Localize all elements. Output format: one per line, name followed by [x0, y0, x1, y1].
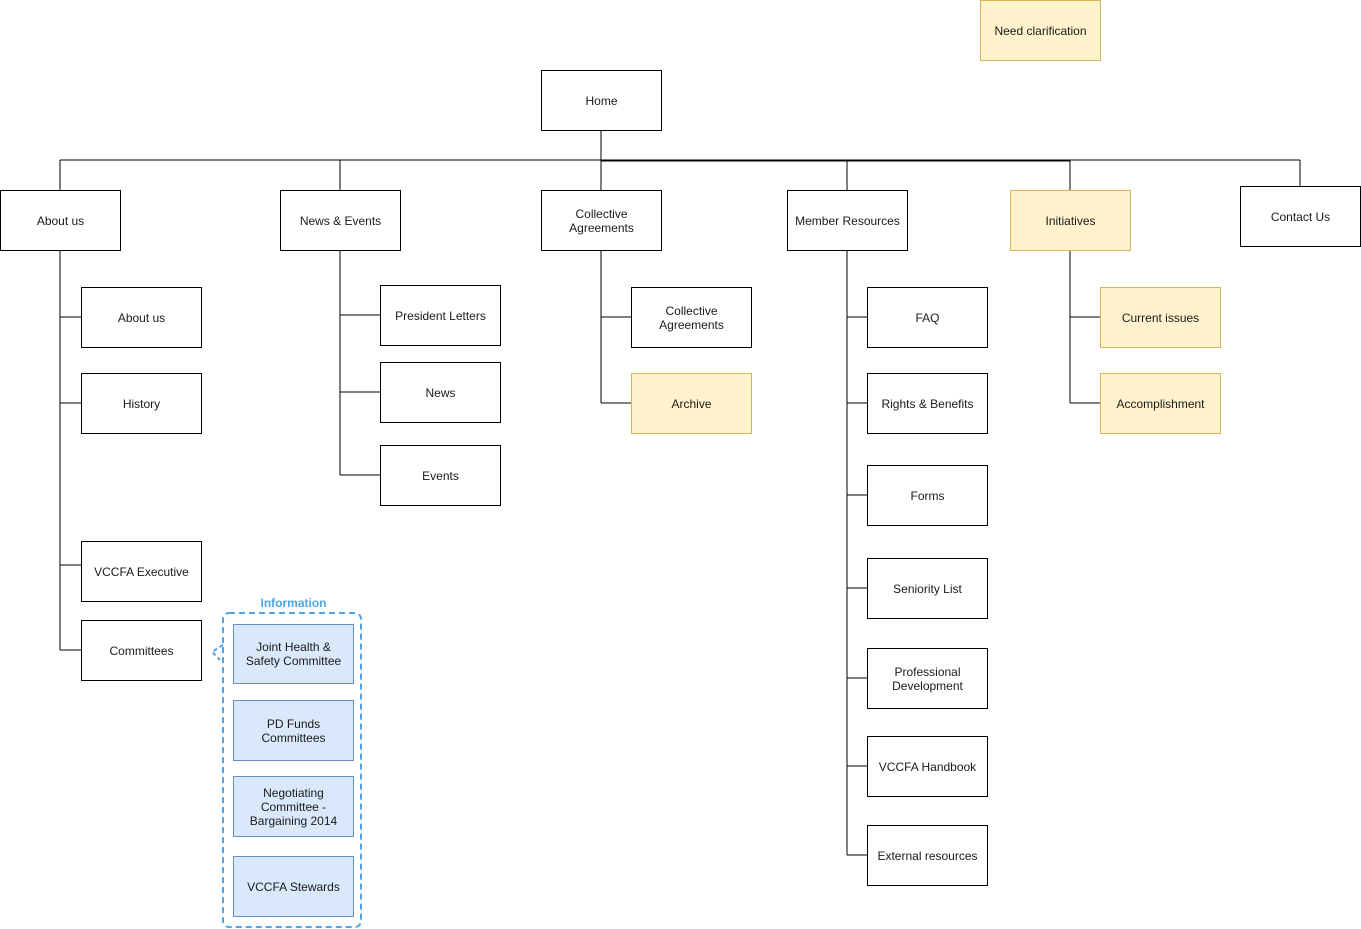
- node-pd-funds[interactable]: PD Funds Committees: [233, 700, 354, 761]
- node-history[interactable]: History: [81, 373, 202, 434]
- node-contact-us[interactable]: Contact Us: [1240, 186, 1361, 247]
- node-vccfa-stewards[interactable]: VCCFA Stewards: [233, 856, 354, 917]
- node-negotiating-committee[interactable]: Negotiating Committee - Bargaining 2014: [233, 776, 354, 837]
- node-forms[interactable]: Forms: [867, 465, 988, 526]
- node-home[interactable]: Home: [541, 70, 662, 131]
- node-news-events[interactable]: News & Events: [280, 190, 401, 251]
- node-professional-development[interactable]: Professional Development: [867, 648, 988, 709]
- information-group-outline: [222, 612, 362, 928]
- node-joint-health-safety[interactable]: Joint Health & Safety Committee: [233, 624, 354, 684]
- node-committees[interactable]: Committees: [81, 620, 202, 681]
- node-news[interactable]: News: [380, 362, 501, 423]
- node-about-us[interactable]: About us: [0, 190, 121, 251]
- information-group-label: Information: [260, 596, 327, 610]
- node-rights-benefits[interactable]: Rights & Benefits: [867, 373, 988, 434]
- node-current-issues[interactable]: Current issues: [1100, 287, 1221, 348]
- node-external-resources[interactable]: External resources: [867, 825, 988, 886]
- node-vccfa-executive[interactable]: VCCFA Executive: [81, 541, 202, 602]
- node-member-resources[interactable]: Member Resources: [787, 190, 908, 251]
- node-faq[interactable]: FAQ: [867, 287, 988, 348]
- node-vccfa-handbook[interactable]: VCCFA Handbook: [867, 736, 988, 797]
- information-group-pointer: [210, 644, 224, 661]
- node-about-us-child[interactable]: About us: [81, 287, 202, 348]
- node-archive[interactable]: Archive: [631, 373, 752, 434]
- legend-need-clarification: Need clarification: [980, 0, 1101, 61]
- node-initiatives[interactable]: Initiatives: [1010, 190, 1131, 251]
- node-events[interactable]: Events: [380, 445, 501, 506]
- node-collective-agreements[interactable]: Collective Agreements: [541, 190, 662, 251]
- node-seniority-list[interactable]: Seniority List: [867, 558, 988, 619]
- node-accomplishment[interactable]: Accomplishment: [1100, 373, 1221, 434]
- node-collective-agreements-child[interactable]: Collective Agreements: [631, 287, 752, 348]
- node-president-letters[interactable]: President Letters: [380, 285, 501, 346]
